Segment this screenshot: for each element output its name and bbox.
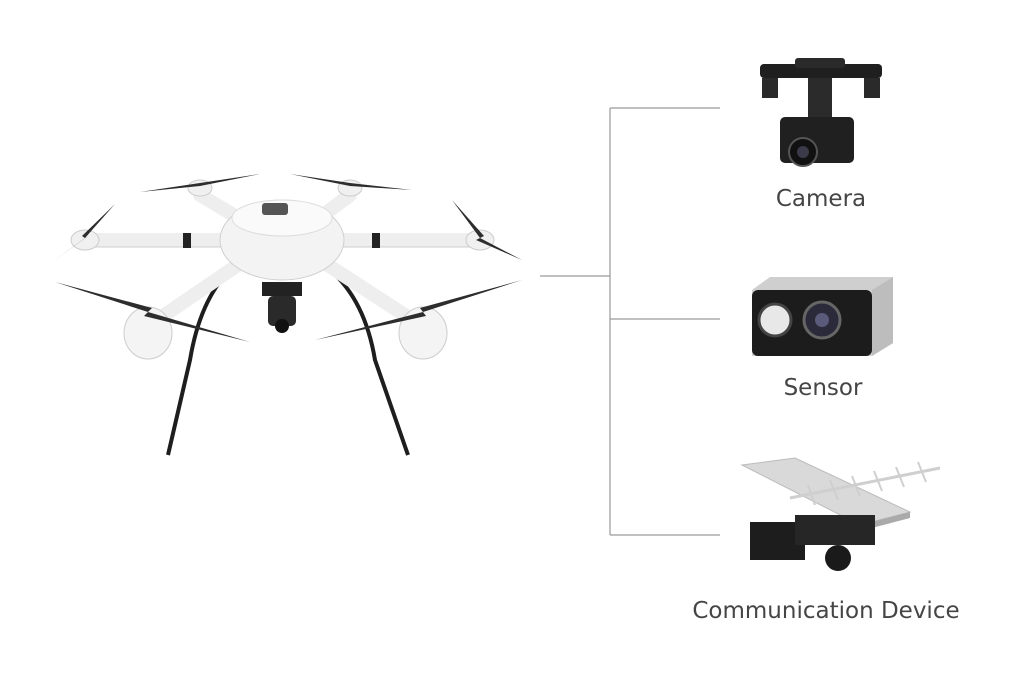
gimbal-camera-icon [760, 58, 882, 167]
connector-lines [540, 107, 720, 536]
dual-lens-sensor-icon [752, 277, 893, 356]
sensor-label: Sensor [783, 375, 863, 401]
camera-label: Camera [775, 186, 867, 212]
antenna-device-icon [740, 457, 941, 571]
communication-device-label: Communication Device [692, 598, 960, 624]
drone-icon [52, 174, 522, 456]
